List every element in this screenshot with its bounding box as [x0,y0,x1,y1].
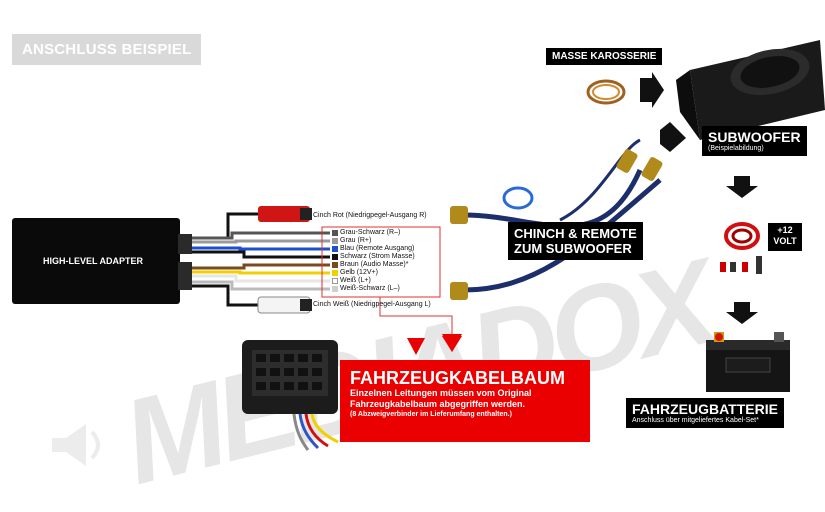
volt-label-line2: VOLT [773,236,797,246]
arrow-down-black [726,176,758,198]
volt-label-line1: +12 [777,225,793,235]
cinch-remote-line2: ZUM SUBWOOFER [514,241,632,256]
subwoofer-subtitle: (Beispielabildung) [708,145,764,152]
remote-cable [559,138,641,222]
fahrzeugkabelbaum-box: FAHRZEUGKABELBAUM Einzelnen Leitungen mü… [340,360,590,442]
wire-label-weiss: Weiß (L+) [340,277,371,284]
subwoofer-image [676,40,825,140]
wire-label-gelb: Gelb (12V+) [340,269,378,276]
cinch-remote-label: CHINCH & REMOTE ZUM SUBWOOFER [508,222,643,260]
wire-swatch [332,238,338,244]
wire-swatch [332,262,338,268]
wire-swatch [332,270,338,276]
wire-swatch [332,278,338,284]
arrow-down-red [442,336,462,352]
fahrzeugkabelbaum-line2: Fahrzeugkabelbaum abgegriffen werden. [350,399,526,409]
wire-label-grau-schwarz: Grau-Schwarz (R–) [340,229,401,236]
battery-image [706,332,790,392]
cinch-white-label: Cinch Weiß (Niedrigpegel-Ausgang L) [313,301,431,308]
cinch-white-wire [192,284,262,307]
wire-label-braun: Braun (Audio Masse)* [340,261,409,268]
subwoofer-title: SUBWOOFER [708,129,801,145]
wire-label-box [321,226,441,298]
batterie-subtitle: Anschluss über mitgeliefertes Kabel-Set* [632,417,759,424]
watermark-speaker-icon [46,420,106,475]
volt-label: +12 VOLT [768,225,802,247]
wire-label-blau: Blau (Remote Ausgang) [340,245,415,252]
cinch-plug-left [450,206,468,224]
cinch-plug-right [616,149,638,173]
remote-cable-coil [502,186,534,210]
cinch-plug-right [641,157,663,181]
fahrzeugkabelbaum-title: FAHRZEUGKABELBAUM [350,368,565,388]
adapter-label: HIGH-LEVEL ADAPTER [43,256,144,266]
wire-bundle [192,231,330,291]
adapter-connector [178,234,192,254]
arrow-down-black [726,302,758,324]
adapter-connector [178,262,192,290]
vehicle-connector-image [242,340,339,451]
fahrzeugkabelbaum-line3: (8 Abzweigverbinder im Lieferumfang enth… [350,411,512,418]
cinch-red-label: Cinch Rot (Niedrigpegel-Ausgang R) [313,212,427,219]
wire-label-weiss-schwarz: Weiß-Schwarz (L–) [340,285,400,292]
wire-swatch [332,254,338,260]
fahrzeugkabelbaum-line1: Einzelnen Leitungen müssen vom Original [350,388,532,398]
masse-label: MASSE KAROSSERIE [546,48,663,65]
cinch-plug-left [450,282,468,300]
arrow-right-black [660,122,686,152]
arrow-right-black [640,72,664,108]
wire-swatch [332,286,338,292]
page-title: ANSCHLUSS BEISPIEL [12,34,202,65]
cinch-remote-line1: CHINCH & REMOTE [514,226,637,241]
subwoofer-label: SUBWOOFER (Beispielabildung) [702,126,807,156]
wire-label-schwarz: Schwarz (Strom Masse) [340,253,415,260]
connector-line [379,297,453,334]
batterie-label: FAHRZEUGBATTERIE Anschluss über mitgelie… [626,398,784,428]
wire-swatches [332,230,338,294]
wire-swatch [332,230,338,236]
wire-swatch [332,246,338,252]
arrow-down-red-left [407,338,425,355]
wire-labels: Grau-Schwarz (R–) Grau (R+) Blau (Remote… [340,229,415,293]
cinch-red-plug [258,206,310,222]
adapter-box [12,218,180,304]
batterie-title: FAHRZEUGBATTERIE [632,401,778,417]
masse-cable-image [586,79,626,105]
wire-label-grau: Grau (R+) [340,237,372,244]
volt-badge [768,223,802,251]
kabelset-image [720,222,762,274]
